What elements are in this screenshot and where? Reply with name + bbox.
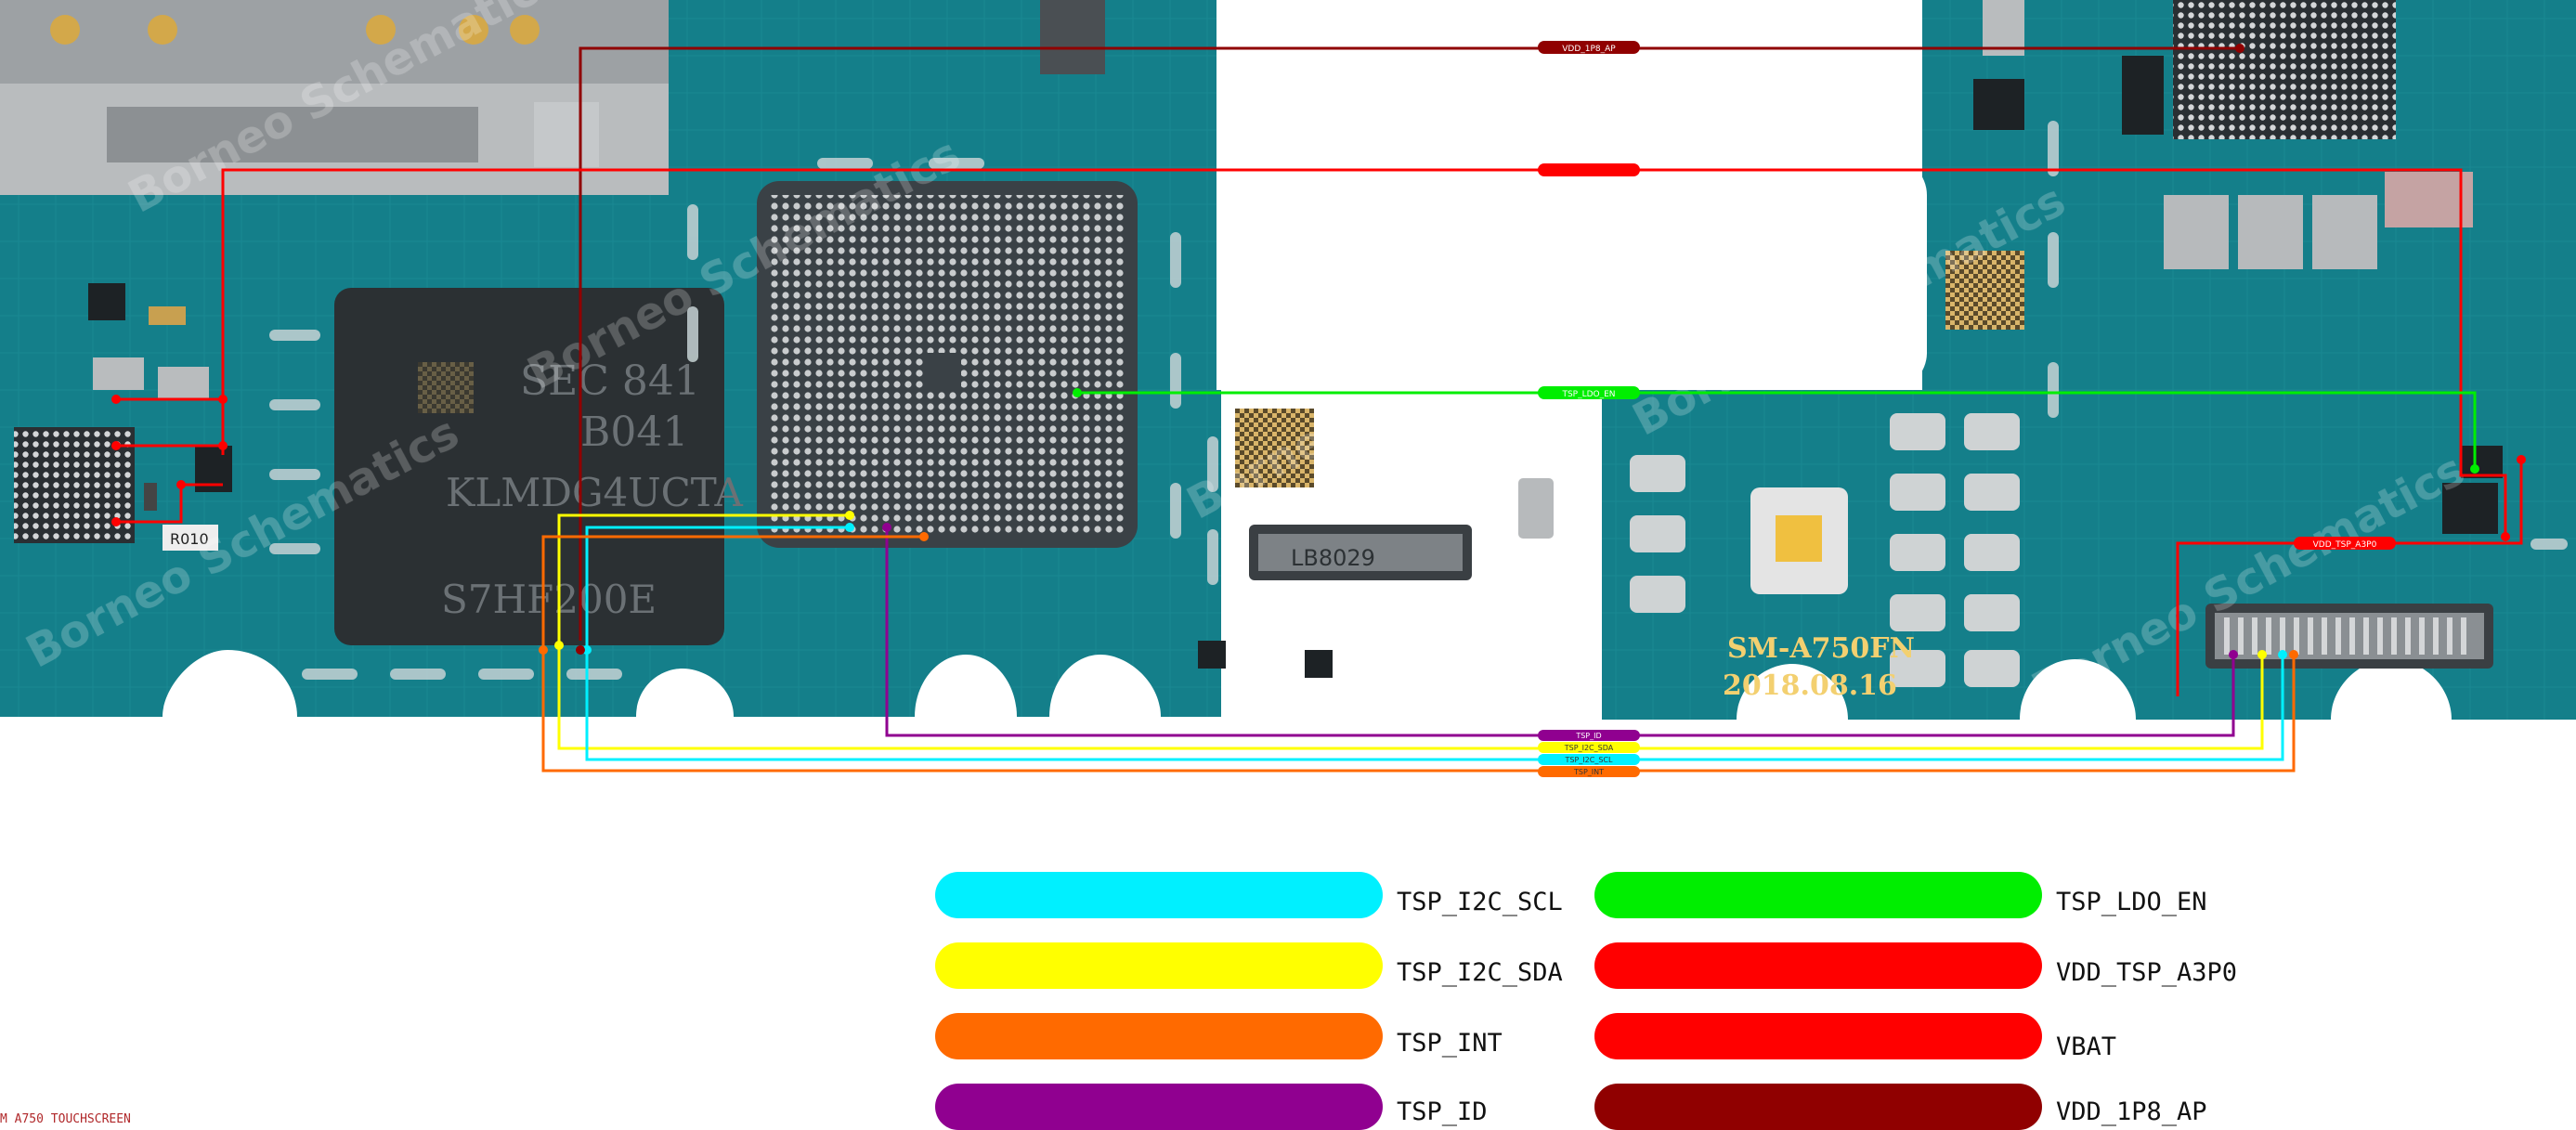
legend-swatch-vdd-1p8-ap [1594,1084,2042,1130]
net-traces [116,46,2523,773]
legend-label-vbat: VBAT [2056,1033,2117,1061]
trace-tsp-i2c-scl [585,526,2284,761]
trace-tsp-i2c-sda [557,513,2264,750]
connector-label: LB8029 [1291,545,1375,571]
tag-tsp-id: TSP_ID [1575,732,1601,740]
legend-label-vdd-1p8-ap: VDD_1P8_AP [2056,1098,2207,1126]
emmc-text-1: SEC 841 [520,357,700,405]
legend-swatch-tsp-i2c-sda [935,942,1383,989]
legend-swatch-tsp-int [935,1013,1383,1059]
legend-label-tsp-ldo-en: TSP_LDO_EN [2056,888,2207,916]
trace-pin-dots [111,44,2526,659]
pcb-board-right: SM-A750FN 2018.08.16 Borneo Schematics B… [1602,0,2576,720]
tag-vdd-tsp-a3p0: VDD_TSP_A3P0 [2313,540,2377,550]
model-label: SM-A750FN [1727,632,1915,665]
legend-swatch-tsp-i2c-scl [935,872,1383,918]
legend-swatch-tsp-id [935,1084,1383,1130]
tag-vdd-1p8-ap: VDD_1P8_AP [1562,45,1616,54]
resistor-label: R010 [170,530,209,548]
legend-swatch-vbat [1594,1013,2042,1059]
legend-swatch-vdd-tsp-a3p0 [1594,942,2042,989]
legend-swatch-tsp-ldo-en [1594,872,2042,918]
diagram-caption: M A750 TOUCHSCREEN [0,1112,131,1126]
trace-tsp-int [541,535,2296,773]
trace-vbat [221,168,2507,537]
pcb-board-left: SEC 841 B041 KLMDG4UCTA S7HF200E R010 [0,0,1628,717]
emmc-text-3: KLMDG4UCTA [446,470,743,515]
emmc-text-4: S7HF200E [441,577,657,622]
tag-tsp-i2c-scl: TSP_I2C_SCL [1565,756,1613,764]
tag-tsp-i2c-sda: TSP_I2C_SDA [1564,744,1614,752]
legend-label-vdd-tsp-a3p0: VDD_TSP_A3P0 [2056,958,2238,987]
tag-tsp-int: TSP_INT [1573,768,1604,776]
emmc-text-2: B041 [580,409,688,456]
date-label: 2018.08.16 [1723,669,1897,702]
legend-label-tsp-i2c-sda: TSP_I2C_SDA [1397,958,1563,987]
legend-label-tsp-int: TSP_INT [1397,1029,1503,1058]
tag-tsp-ldo-en: TSP_LDO_EN [1561,390,1615,399]
legend-label-tsp-id: TSP_ID [1397,1098,1488,1126]
trace-tags: VDD_1P8_AP TSP_LDO_EN VDD_TSP_A3P0 TSP_I… [1538,41,2396,777]
legend-label-tsp-i2c-scl: TSP_I2C_SCL [1397,888,1563,916]
trace-vdd-1p8-ap [579,46,2240,641]
trace-vbat-branch [116,397,223,448]
